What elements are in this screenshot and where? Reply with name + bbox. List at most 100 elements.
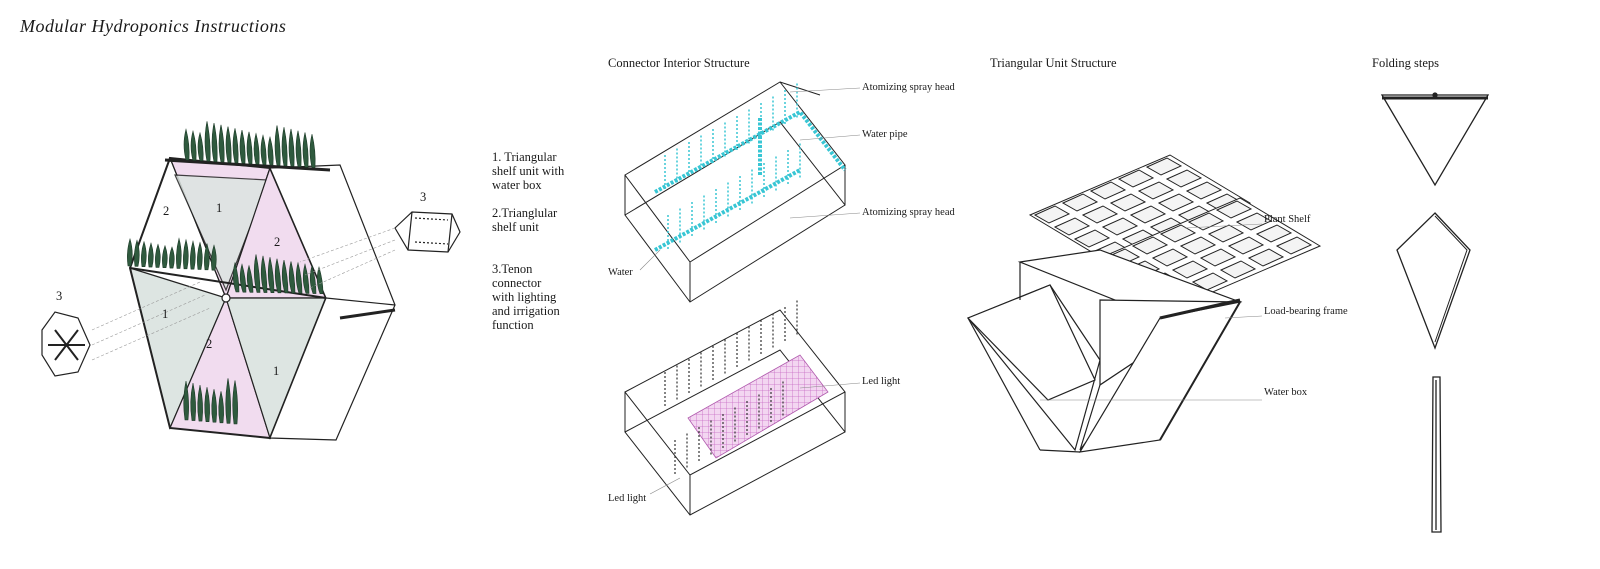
label-spray-head-bottom: Atomizing spray head [862,207,955,218]
shelf-cell [1151,248,1189,267]
plant-leaf [204,242,210,271]
shelf-cell [1171,260,1209,279]
plant-leaf [253,254,261,293]
plant-leaf [197,131,204,162]
label-water-box: Water box [1264,387,1308,398]
plant-leaf [183,238,189,270]
plant-leaf [309,134,316,168]
label-led-light-bottom: Led light [608,493,647,504]
hex-label-3-right: 3 [420,190,427,204]
shelf-cell [1207,224,1245,243]
shelf-cell [1191,272,1229,291]
plant-leaf [197,385,203,422]
plant-leaf [190,129,197,161]
tenon-connector-left [41,311,91,377]
plant-leaf [316,266,324,294]
plant-leaf [204,387,210,422]
leader-lines-connector [639,87,861,495]
plant-leaf [302,263,310,294]
plant-leaf [246,264,254,293]
leader-lines-unit [1040,223,1263,401]
plant-leaf [232,380,238,425]
plant-leaf [288,261,296,294]
tenon-connector-right [394,211,461,253]
plant-leaf [295,130,302,168]
plant-leaf [267,135,274,166]
legend-item-1: 1. Triangular shelf unit with water box [492,150,565,192]
plant-leaf [302,132,309,168]
plant-leaf [225,378,231,424]
connector-interior-lower [624,309,846,516]
hex-label-1a: 1 [216,201,223,215]
shelf-cell [1101,217,1139,236]
plant-leaf [239,129,246,164]
shelf-cell [1215,200,1253,219]
shelf-cell [1117,169,1155,188]
plant-leaf [190,240,196,270]
shelf-cell [1185,181,1223,200]
plant-leaf [239,263,247,293]
plant-leaf [183,380,189,421]
folding-step-3 [1431,376,1442,533]
section-title-connector: Connector Interior Structure [608,56,750,70]
page-title: Modular Hydroponics Instructions [20,16,287,36]
plant-leaf [309,264,317,294]
plant-leaf [295,261,303,294]
hexagon-module-assembly [128,156,396,441]
plant-leaf [232,128,239,164]
spray-heads-upper [664,83,801,251]
shelf-cell [1137,181,1175,200]
shelf-cell [1247,248,1285,267]
plant-leaf [183,128,190,161]
plant-leaf [204,121,211,162]
led-light-grid [687,354,829,459]
shelf-cell [1179,236,1217,255]
shelf-cell [1129,205,1167,224]
plant-leaf [197,241,203,270]
plant-leaf [274,258,282,294]
shelf-cell [1145,157,1183,176]
plant-leaf [211,389,217,423]
plant-leaf [211,122,218,162]
hex-label-2a: 2 [163,204,170,218]
plant-leaf [253,132,260,165]
shelf-cell [1235,212,1273,231]
shelf-cell [1227,236,1265,255]
plant-leaf [148,242,154,268]
legend-item-2: 2.Trianglular shelf unit [492,206,558,234]
hex-label-3-left: 3 [56,289,63,303]
shelf-cell [1255,224,1293,243]
shelf-cell [1219,260,1257,279]
hex-label-1b: 1 [162,307,169,321]
plant-leaf [246,131,253,165]
plant-leaf [190,382,196,421]
shelf-cell [1131,236,1169,255]
label-load-bearing-frame: Load-bearing frame [1264,306,1348,317]
section-title-triangular: Triangular Unit Structure [990,56,1117,70]
plant-leaf [281,259,289,294]
plant-leaf [169,246,175,269]
triangular-unit-frame [966,249,1243,453]
hex-label-1c: 1 [273,364,280,378]
plant-leaf [134,239,140,267]
shelf-cell [1159,224,1197,243]
shelf-cell [1275,236,1313,255]
shelf-cell [1073,229,1111,248]
shelf-cell [1157,193,1195,212]
shelf-cell [1081,205,1119,224]
legend-item-3: 3.Tenon connector with lighting and irri… [492,262,560,332]
section-title-folding: Folding steps [1372,56,1440,70]
hex-label-2c: 2 [206,337,213,351]
plant-leaf [162,244,168,269]
plant-leaf [281,127,288,167]
plant-leaves [127,121,324,425]
plant-leaf [260,255,268,293]
plant-leaf [141,240,147,267]
hex-label-2b: 2 [274,235,281,249]
plant-leaf [218,124,225,163]
plant-leaf [225,126,232,163]
plant-leaf [288,128,295,167]
plant-leaf [232,261,240,293]
plant-leaf [155,243,161,268]
